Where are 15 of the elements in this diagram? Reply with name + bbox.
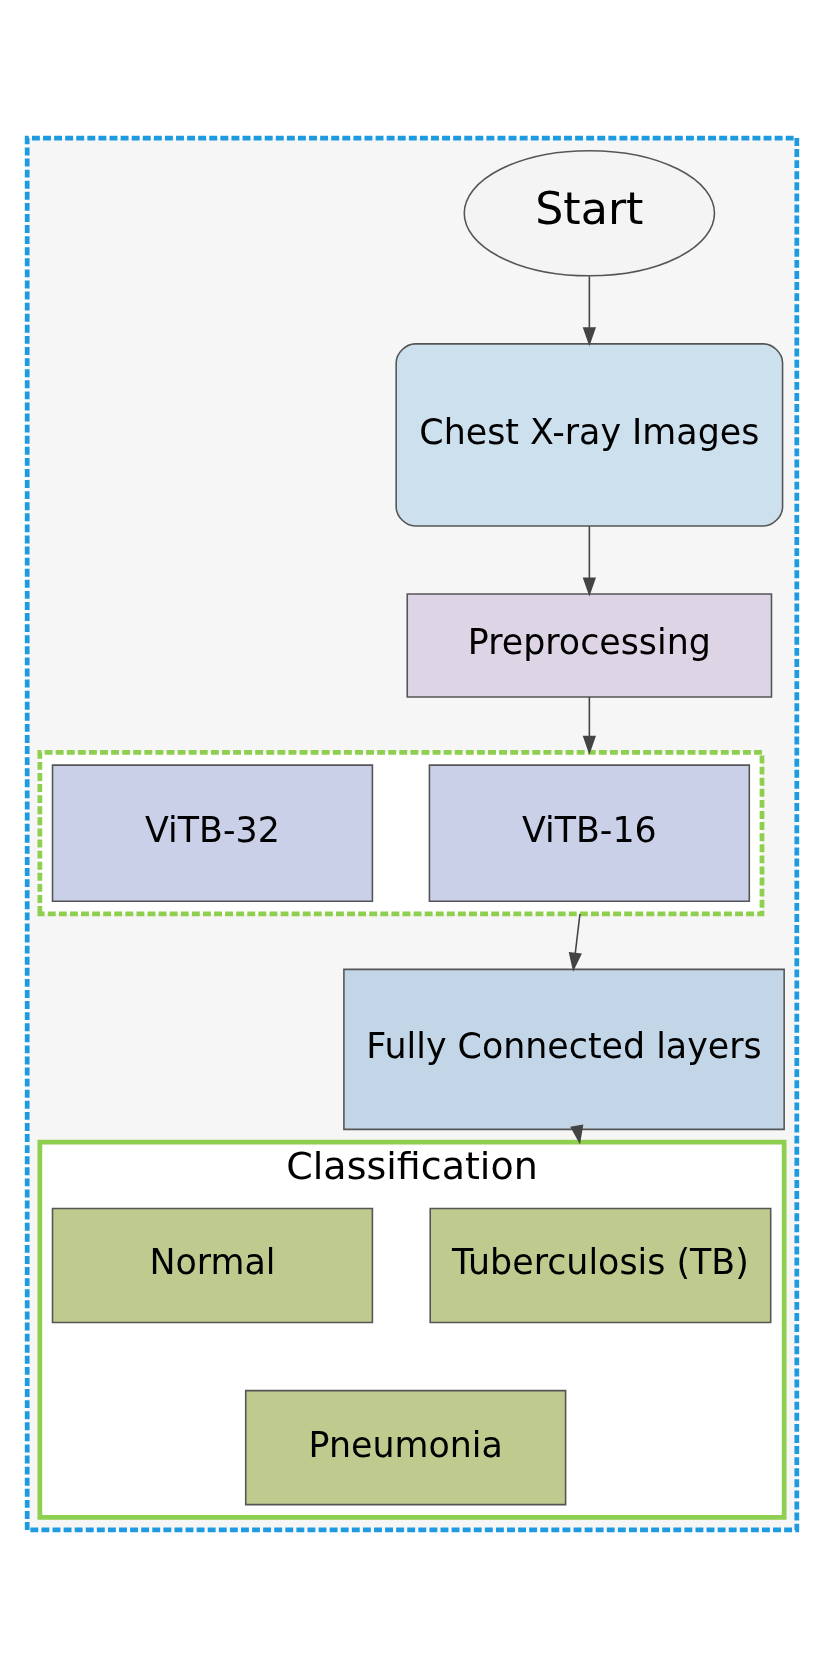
arrow — [582, 525, 597, 596]
node-box: Chest X-ray Images — [395, 342, 784, 527]
cluster — [37, 749, 765, 916]
node-box: ViTB-32 — [51, 763, 374, 902]
arrow — [582, 695, 597, 755]
node-box: Preprocessing — [406, 592, 773, 698]
node-box: Pneumonia — [244, 1389, 567, 1505]
node-box: Normal — [51, 1207, 374, 1323]
arrow — [568, 912, 582, 972]
node-box: Tuberculosis (TB) — [429, 1207, 772, 1323]
cluster — [24, 135, 800, 1532]
node-box: ViTB-16 — [428, 763, 751, 902]
arrow — [582, 274, 597, 346]
arrow — [570, 1124, 584, 1144]
node-ellipse: Start — [463, 149, 716, 277]
